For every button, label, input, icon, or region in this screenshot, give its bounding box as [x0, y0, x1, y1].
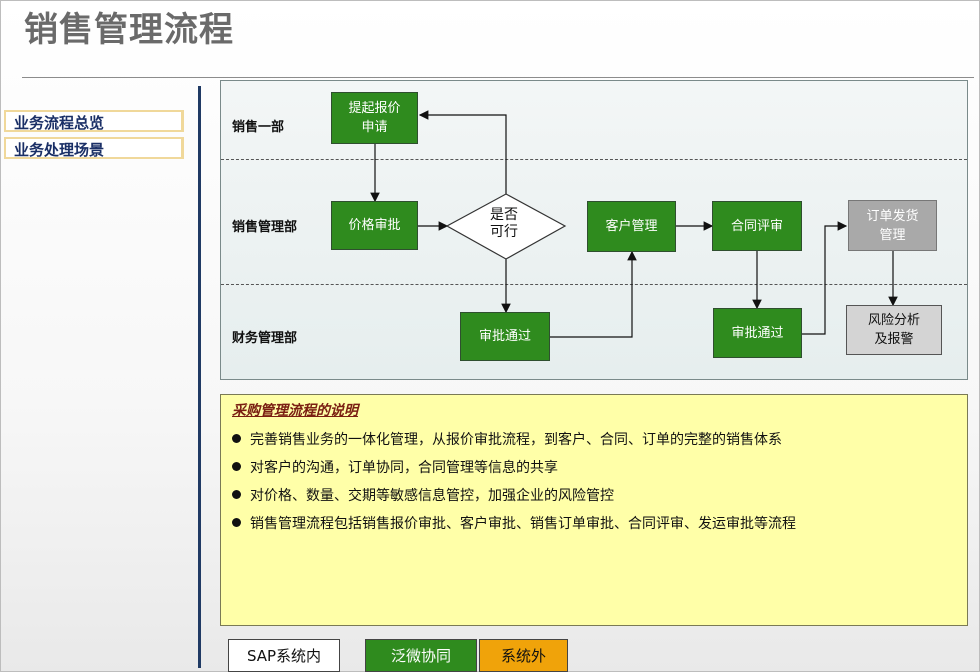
node-finance-approve-1: 审批通过 [460, 312, 550, 361]
lane-divider-1 [221, 159, 967, 160]
lane-label-finance-management: 财务管理部 [232, 331, 298, 346]
bullet-text: 销售管理流程包括销售报价审批、客户审批、销售订单审批、合同评审、发运审批等流程 [250, 516, 796, 532]
description-panel [220, 394, 968, 626]
node-customer-management: 客户管理 [587, 201, 676, 252]
bullet-text: 对客户的沟通，订单协同，合同管理等信息的共享 [250, 460, 558, 476]
page-title: 销售管理流程 [24, 10, 234, 50]
bullet-dot [232, 462, 241, 471]
bullet-text: 完善销售业务的一体化管理，从报价审批流程，到客户、合同、订单的完整的销售体系 [250, 432, 782, 448]
sidebar-item-process-overview[interactable]: 业务流程总览 [4, 110, 184, 132]
decision-diamond [445, 193, 567, 260]
sidebar-item-business-scenarios[interactable]: 业务处理场景 [4, 137, 184, 159]
lane-label-sales-dept-1: 销售一部 [232, 120, 285, 135]
lane-label-sales-management: 销售管理部 [232, 220, 298, 235]
description-bullet: 对客户的沟通，订单协同，合同管理等信息的共享 [232, 457, 558, 477]
bullet-text: 对价格、数量、交期等敏感信息管控，加强企业的风险管控 [250, 488, 614, 504]
bullet-dot [232, 518, 241, 527]
node-price-review: 价格审批 [331, 201, 418, 250]
legend-sap-internal: SAP系统内 [228, 639, 340, 672]
description-bullet: 完善销售业务的一体化管理，从报价审批流程，到客户、合同、订单的完整的销售体系 [232, 429, 782, 449]
node-contract-review: 合同评审 [712, 201, 802, 251]
bullet-dot [232, 434, 241, 443]
description-bullet: 对价格、数量、交期等敏感信息管控，加强企业的风险管控 [232, 485, 614, 505]
legend-external-system: 系统外 [479, 639, 568, 672]
node-risk-analysis: 风险分析 及报警 [846, 305, 942, 355]
vertical-divider [198, 86, 201, 668]
title-divider [22, 77, 974, 78]
legend-weaver-collab: 泛微协同 [365, 639, 477, 672]
bullet-dot [232, 490, 241, 499]
description-bullet: 销售管理流程包括销售报价审批、客户审批、销售订单审批、合同评审、发运审批等流程 [232, 513, 796, 533]
lane-divider-2 [221, 284, 967, 285]
node-order-delivery: 订单发货 管理 [848, 200, 937, 251]
node-quote-request: 提起报价 申请 [331, 92, 418, 144]
description-title: 采购管理流程的说明 [232, 403, 358, 419]
node-decision-feasible: 是否 可行 [490, 207, 518, 240]
node-finance-approve-2: 审批通过 [713, 308, 802, 358]
